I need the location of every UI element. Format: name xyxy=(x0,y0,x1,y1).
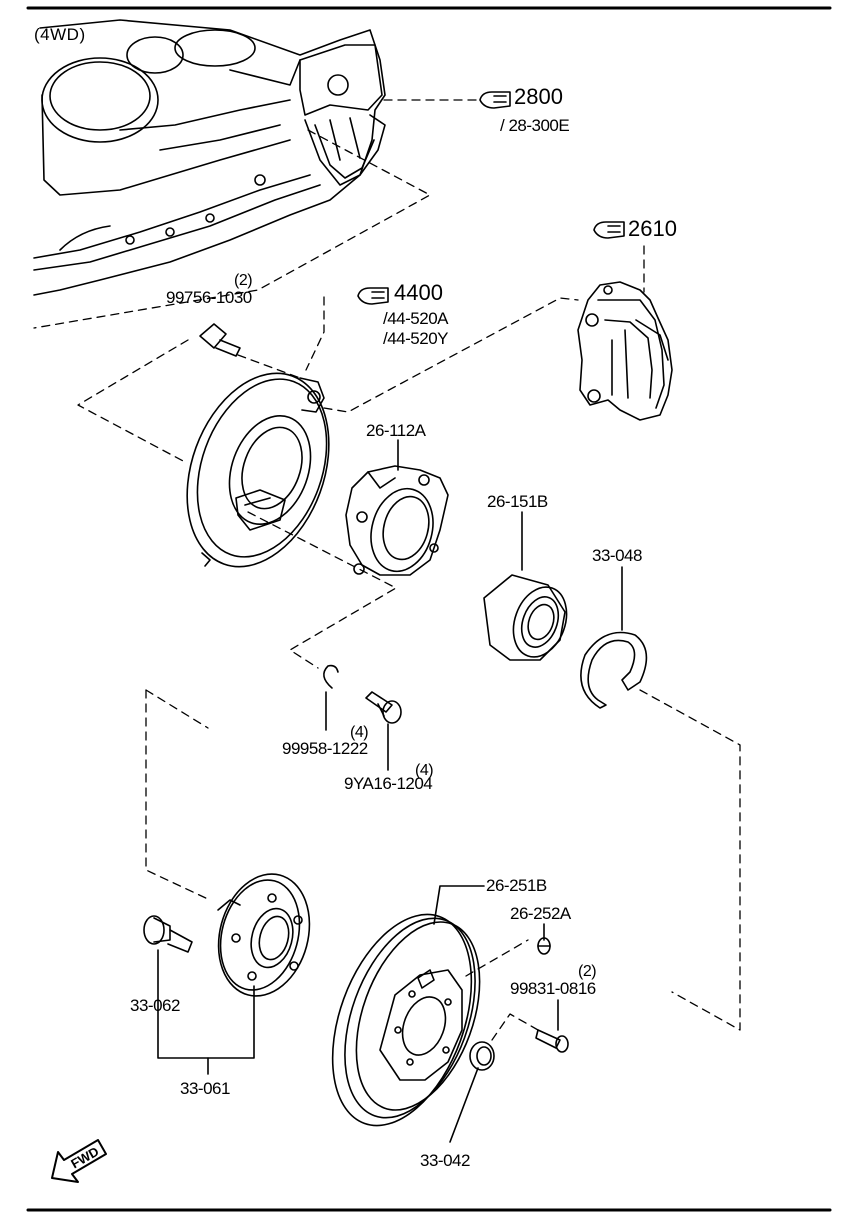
hub-nut-drawing xyxy=(469,1041,495,1071)
backing-plate-drawing xyxy=(186,372,330,568)
knuckle-crossmember-drawing xyxy=(33,19,386,296)
part-33-042[interactable]: 33-042 xyxy=(420,1151,470,1170)
part-qty-99958-1222: (4) xyxy=(350,724,369,741)
part-33-048[interactable]: 33-048 xyxy=(592,546,642,565)
part-qty-99756-1030: (2) xyxy=(234,272,253,289)
bolt-9ya16-drawing xyxy=(365,691,402,724)
snap-ring-drawing xyxy=(580,631,648,709)
ref-sub-4400-b: /44-520Y xyxy=(383,329,449,348)
ref-page-2800[interactable]: 2800 xyxy=(514,84,563,109)
hand-pointer-icon-2610 xyxy=(593,221,625,239)
bolt-99831-drawing xyxy=(535,1029,569,1053)
part-26-252A[interactable]: 26-252A xyxy=(510,904,571,923)
part-qty-9YA16-1204: (4) xyxy=(415,762,434,779)
ref-sub-2800: / 28-300E xyxy=(500,116,570,135)
part-qty-99831-0816: (2) xyxy=(578,963,597,980)
ref-page-4400[interactable]: 4400 xyxy=(394,280,443,305)
wheel-hub-drawing xyxy=(217,873,311,997)
wheel-stud-drawing xyxy=(143,915,193,953)
part-99831-0816[interactable]: 99831-0816 xyxy=(510,979,596,998)
ref-sub-4400-a: /44-520A xyxy=(383,309,449,328)
part-26-151B[interactable]: 26-151B xyxy=(487,492,548,511)
part-26-112A[interactable]: 26-112A xyxy=(366,421,426,440)
wheel-bearing-drawing xyxy=(483,574,568,661)
part-99756-1030[interactable]: 99756-1030 xyxy=(166,288,252,307)
part-9YA16-1204[interactable]: 9YA16-1204 xyxy=(344,774,433,793)
hand-pointer-icon-4400 xyxy=(357,287,389,305)
clip-drawing xyxy=(323,664,339,689)
hub-flange-drawing xyxy=(345,465,449,576)
variant-label: (4WD) xyxy=(34,25,86,44)
leader-lines xyxy=(157,439,623,1143)
ref-page-2610[interactable]: 2610 xyxy=(628,216,677,241)
part-26-251B[interactable]: 26-251B xyxy=(486,876,547,895)
dashed-assembly-lines xyxy=(33,99,741,1041)
bolt-top-drawing xyxy=(199,323,241,357)
fwd-arrow-icon xyxy=(51,1139,107,1183)
part-33-062[interactable]: 33-062 xyxy=(130,996,180,1015)
part-99958-1222[interactable]: 99958-1222 xyxy=(282,739,368,758)
hand-pointer-icon-2800 xyxy=(479,91,511,109)
brake-caliper-drawing xyxy=(577,281,673,421)
brake-disc-drawing xyxy=(331,913,481,1127)
part-33-061[interactable]: 33-061 xyxy=(180,1079,230,1098)
